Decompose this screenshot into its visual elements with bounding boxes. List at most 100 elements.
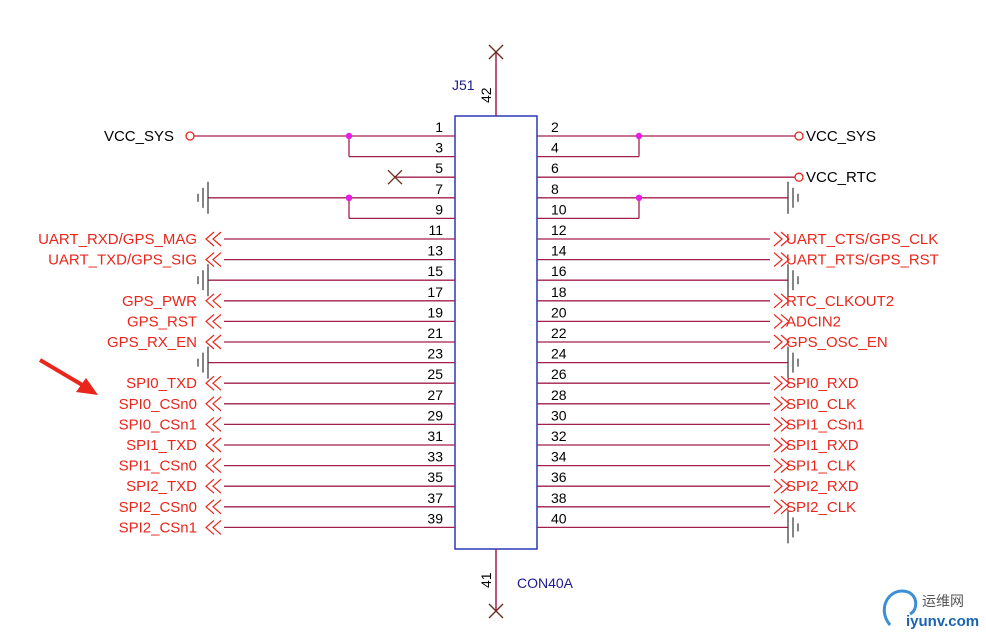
port-chevron-icon	[773, 293, 790, 309]
pin-number: 15	[427, 263, 443, 279]
pin-number: 31	[427, 428, 443, 444]
pin-number-41: 41	[478, 572, 494, 588]
port-chevron-icon	[205, 458, 222, 474]
port-chevron-icon	[205, 252, 222, 268]
net-label: GPS_RST	[127, 313, 197, 330]
pin-number: 5	[435, 160, 443, 176]
part-label: CON40A	[517, 575, 574, 591]
ground-icon	[197, 346, 209, 379]
net-label: UART_TXD/GPS_SIG	[48, 252, 197, 269]
net-label: UART_CTS/GPS_CLK	[786, 231, 938, 248]
junction-dot	[635, 132, 643, 140]
junction-dot	[635, 194, 643, 201]
port-chevron-icon	[773, 313, 790, 329]
pin-number: 39	[427, 510, 443, 526]
annotation-arrow-icon	[38, 358, 98, 395]
designator-label: J51	[452, 77, 475, 93]
power-port-icon	[185, 131, 195, 141]
watermark-en: iyunv.com	[906, 613, 979, 630]
net-label: VCC_RTC	[806, 169, 877, 186]
net-label: GPS_OSC_EN	[786, 334, 888, 351]
pin-number: 33	[427, 449, 443, 465]
net-label: UART_RXD/GPS_MAG	[38, 231, 197, 248]
net-label: SPI0_CSn0	[119, 396, 197, 413]
net-label: SPI2_CSn1	[119, 519, 197, 536]
pin-number: 24	[551, 346, 567, 362]
net-label: SPI0_TXD	[126, 375, 197, 392]
ground-icon	[197, 181, 209, 214]
net-label: SPI1_CSn1	[786, 416, 864, 433]
no-connect-icon	[488, 603, 504, 619]
pin-number: 36	[551, 469, 567, 485]
port-chevron-icon	[205, 499, 222, 515]
net-label: SPI0_RXD	[786, 375, 859, 392]
watermark-logo: 运维网 iyunv.com	[882, 589, 979, 630]
ground-icon	[787, 346, 799, 379]
ground-icon	[787, 264, 799, 297]
connector-body	[454, 115, 538, 550]
pin-number: 23	[427, 346, 443, 362]
pin-number: 13	[427, 243, 443, 259]
port-chevron-icon	[773, 396, 790, 412]
junction-dot	[345, 132, 353, 140]
pin-number: 8	[551, 181, 559, 197]
pin-number: 12	[551, 222, 567, 238]
port-chevron-icon	[205, 478, 222, 494]
pin-number: 28	[551, 387, 567, 403]
pin-number: 26	[551, 366, 567, 382]
net-label: SPI2_CLK	[786, 499, 856, 516]
pin-number: 2	[551, 119, 559, 135]
pin-number: 27	[427, 387, 443, 403]
pin-number: 4	[551, 140, 559, 156]
net-label: SPI0_CSn1	[119, 416, 197, 433]
power-port-icon	[794, 131, 804, 141]
pin-number-42: 42	[478, 87, 494, 103]
port-chevron-icon	[773, 416, 790, 432]
no-connect-icon	[488, 44, 504, 60]
net-label: UART_RTS/GPS_RST	[786, 252, 939, 269]
port-chevron-icon	[205, 519, 222, 535]
pin-number: 35	[427, 469, 443, 485]
port-chevron-icon	[773, 231, 790, 247]
port-chevron-icon	[205, 437, 222, 453]
port-chevron-icon	[773, 252, 790, 268]
net-label: SPI2_CSn0	[119, 499, 197, 516]
ground-icon	[787, 181, 799, 214]
pin-number: 34	[551, 449, 567, 465]
power-port-icon	[794, 172, 804, 182]
junction-dot	[345, 194, 353, 201]
net-label: ADCIN2	[786, 313, 841, 330]
pin-number: 1	[435, 119, 443, 135]
watermark-cn: 运维网	[922, 594, 964, 610]
pin-number: 19	[427, 304, 443, 320]
ground-icon	[197, 264, 209, 297]
net-label: VCC_SYS	[104, 128, 174, 145]
pin-number: 16	[551, 263, 567, 279]
port-chevron-icon	[773, 458, 790, 474]
port-chevron-icon	[205, 375, 222, 391]
port-chevron-icon	[773, 334, 790, 350]
pin-number: 21	[427, 325, 443, 341]
pin-number: 40	[551, 510, 567, 526]
pin-number: 10	[551, 201, 567, 217]
pin-number: 25	[427, 366, 443, 382]
port-chevron-icon	[773, 478, 790, 494]
net-label: SPI1_CSn0	[119, 458, 197, 475]
net-label: GPS_PWR	[122, 293, 197, 310]
pin-number: 20	[551, 304, 567, 320]
net-label: SPI0_CLK	[786, 396, 856, 413]
pin-number: 30	[551, 407, 567, 423]
pin-number: 22	[551, 325, 567, 341]
port-chevron-icon	[205, 313, 222, 329]
port-chevron-icon	[205, 231, 222, 247]
pin-number: 7	[435, 181, 443, 197]
ground-icon	[787, 511, 799, 544]
net-label: SPI1_RXD	[786, 437, 859, 454]
pin-number: 6	[551, 160, 559, 176]
pin-number: 11	[428, 222, 443, 238]
net-label: SPI1_CLK	[786, 458, 856, 475]
pin-number: 3	[435, 140, 443, 156]
logo-swirl-icon	[882, 589, 918, 626]
pin-number: 18	[551, 284, 567, 300]
port-chevron-icon	[773, 499, 790, 515]
